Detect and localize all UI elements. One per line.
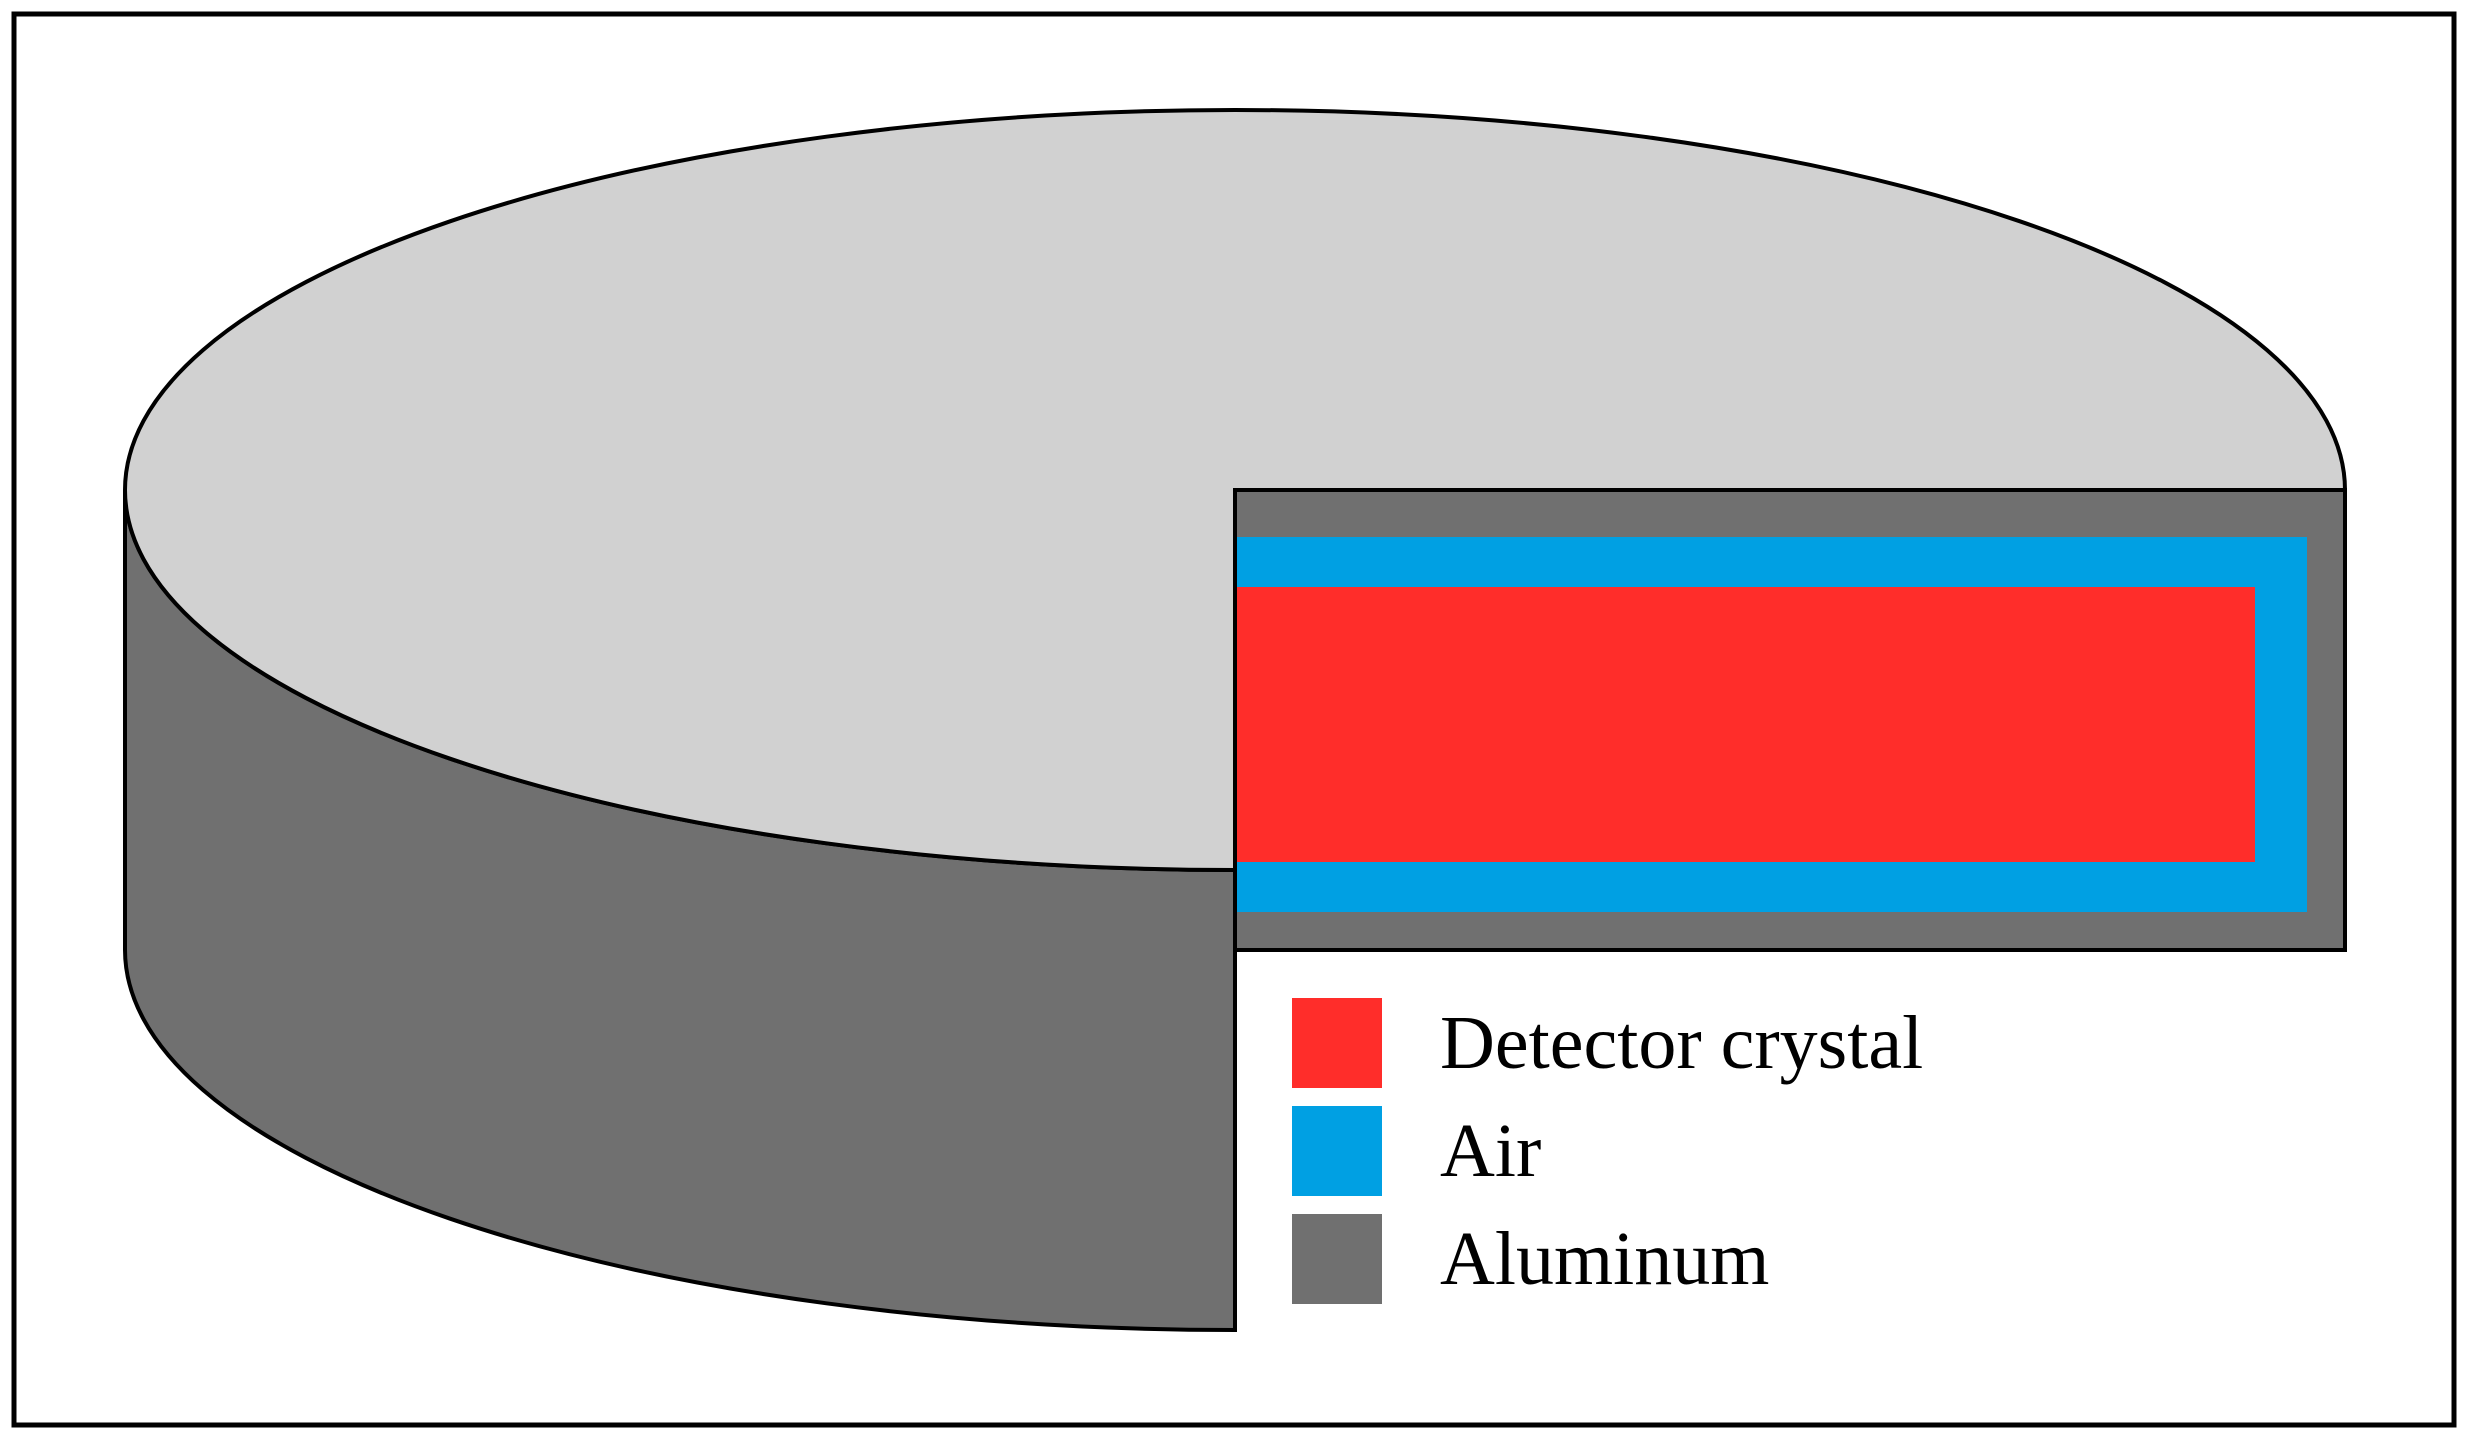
cross-section-crystal xyxy=(1235,587,2255,862)
legend-swatch-air xyxy=(1292,1106,1382,1196)
legend-item-air: Air xyxy=(1292,1106,1541,1196)
legend-swatch-detector-crystal xyxy=(1292,998,1382,1088)
legend-label-air: Air xyxy=(1440,1109,1541,1193)
legend-swatch-aluminum xyxy=(1292,1214,1382,1304)
legend-label-detector-crystal: Detector crystal xyxy=(1440,1001,1923,1085)
legend-item-detector-crystal: Detector crystal xyxy=(1292,998,1923,1088)
legend-label-aluminum: Aluminum xyxy=(1440,1217,1769,1301)
legend-item-aluminum: Aluminum xyxy=(1292,1214,1769,1304)
legend: Detector crystal Air Aluminum xyxy=(1292,998,1923,1304)
